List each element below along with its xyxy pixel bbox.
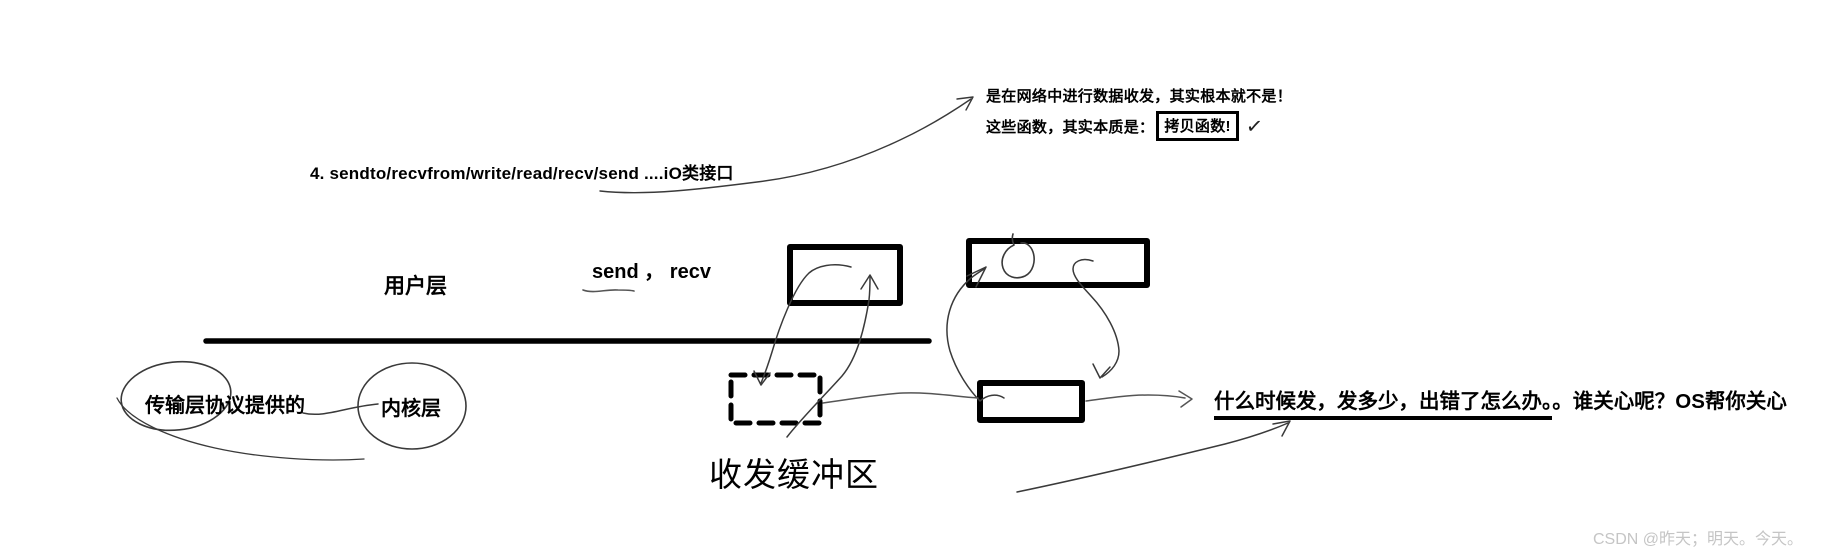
arrow-underline-pointer — [1016, 422, 1289, 493]
copy-arrow-down-right — [1072, 258, 1120, 378]
arrow-underline-pointer-head — [1272, 420, 1291, 437]
copy-arrow-down-left — [760, 264, 852, 384]
copy-arrow-up-left — [786, 276, 871, 438]
copy-function-box: 拷贝函数! — [1156, 111, 1239, 141]
kernel-buffer-box-solid — [977, 380, 1085, 423]
os-note-rest: 。谁关心呢？OS帮你关心 — [1552, 390, 1787, 413]
copy-arrow-up-left-head — [860, 274, 879, 290]
user-buffer-box-right — [966, 238, 1150, 288]
user-layer-label: 用户层 — [384, 275, 447, 298]
transport-provided-label: 传输层协议提供的 — [145, 395, 305, 417]
copy-arrow-down-right-head — [1092, 363, 1111, 379]
arrow-to-note — [599, 98, 972, 194]
copy-arrow-up-right — [946, 268, 1005, 402]
copy-arrow-down-left-head — [753, 370, 771, 386]
kernel-layer-circle — [357, 362, 467, 450]
transport-kernel-connector — [302, 403, 379, 415]
arrow-to-os-note — [1085, 394, 1186, 402]
note-line2-prefix: 这些函数，其实本质是： — [986, 118, 1155, 136]
send-recv-label: send ， recv — [592, 261, 711, 283]
note-line2: 这些函数，其实本质是： 拷贝函数! ✓ — [986, 111, 1264, 141]
o-scribble — [1001, 233, 1035, 279]
send-underline — [582, 289, 635, 293]
io-interface-label: 4. sendto/recvfrom/write/read/recv/send … — [310, 164, 734, 183]
arrow-to-note-head — [956, 96, 974, 111]
csdn-watermark: CSDN @昨天；明天。今天。 — [1593, 531, 1804, 548]
kernel-layer-label: 内核层 — [381, 398, 441, 420]
note-line1: 是在网络中进行数据收发，其实根本就不是！ — [986, 88, 1293, 105]
buffer-link-line — [822, 392, 979, 404]
os-note: 什么时候发，发多少，出错了怎么办。。谁关心呢？OS帮你关心 — [1214, 384, 1787, 420]
copy-arrow-up-right-head — [966, 266, 987, 288]
checkmark-icon: ✓ — [1244, 114, 1264, 139]
os-note-underlined: 什么时候发，发多少，出错了怎么办。 — [1214, 390, 1553, 420]
transport-circle — [120, 360, 232, 432]
arrow-to-os-note-head — [1178, 390, 1193, 408]
stroke-to-bottom — [116, 397, 365, 461]
user-buffer-box-left — [787, 244, 903, 306]
buffer-title: 收发缓冲区 — [709, 456, 879, 493]
kernel-buffer-box-dashed — [728, 372, 823, 426]
